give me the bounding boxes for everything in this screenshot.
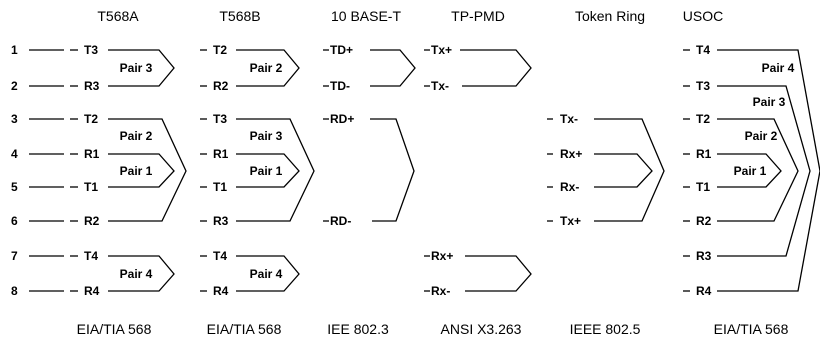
t568b-pair-1-bracket — [236, 153, 300, 188]
header-10base-t: 10 BASE-T — [330, 8, 402, 24]
usoc-label: R2 — [696, 214, 712, 228]
t568a-pair-label: Pair 3 — [119, 61, 153, 75]
10base-t-label: TD+ — [330, 43, 354, 57]
t568b-label: T1 — [213, 180, 228, 194]
10base-t-label: RD+ — [330, 112, 355, 126]
usoc-pair-label: Pair 1 — [733, 164, 767, 178]
t568a-pair-label: Pair 4 — [119, 267, 153, 281]
pin-number: 3 — [11, 112, 18, 126]
usoc-pair-label: Pair 3 — [752, 95, 786, 109]
t568b-pair-2-bracket — [236, 49, 300, 87]
t568a-pair-label: Pair 2 — [119, 129, 153, 143]
usoc-label: R4 — [696, 284, 712, 298]
pin-number: 8 — [11, 284, 18, 298]
usoc-label: T3 — [696, 79, 711, 93]
pin-number: 1 — [11, 43, 18, 57]
pin-number: 4 — [11, 147, 18, 161]
usoc-pair-4-bracket — [717, 49, 820, 292]
pin-number: 5 — [11, 180, 18, 194]
pin-number: 6 — [11, 214, 18, 228]
10base-t-label: RD- — [330, 214, 352, 228]
tp-pmd-rx-bracket — [465, 255, 532, 292]
t568b-pair-label: Pair 2 — [249, 61, 283, 75]
footer-token-ring: IEEE 802.5 — [569, 321, 641, 337]
footer-t568a: EIA/TIA 568 — [76, 321, 152, 337]
t568a-label: T3 — [84, 43, 99, 57]
pin-number: 7 — [11, 249, 18, 263]
token-ring-rx-bracket — [594, 153, 653, 188]
t568a-label: R2 — [84, 214, 100, 228]
t568b-label: R3 — [213, 214, 229, 228]
usoc-label: T4 — [696, 43, 711, 57]
t568b-pair-label: Pair 4 — [249, 267, 283, 281]
tp-pmd-label: Tx- — [431, 79, 449, 93]
tp-pmd-label: Rx- — [431, 284, 451, 298]
t568b-label: T3 — [213, 112, 228, 126]
token-ring-label: Tx- — [560, 112, 578, 126]
10base-t-tx-bracket — [370, 49, 416, 87]
pin-number: 2 — [11, 79, 18, 93]
t568a-pair-4-bracket — [108, 255, 175, 292]
footer-t568b: EIA/TIA 568 — [206, 321, 282, 337]
t568a-pair-2-bracket — [108, 118, 187, 222]
usoc-pair-3-bracket — [717, 85, 811, 257]
usoc-pair-1-bracket — [717, 153, 782, 188]
header-tp-pmd: TP-PMD — [451, 8, 505, 24]
token-ring-tx-bracket — [594, 118, 665, 222]
usoc-pair-label: Pair 2 — [744, 129, 778, 143]
10base-t-rx-bracket — [370, 118, 415, 222]
t568b-label: R1 — [213, 147, 229, 161]
usoc-pair-2-bracket — [717, 118, 799, 222]
tp-pmd-label: Tx+ — [431, 43, 453, 57]
usoc-label: T2 — [696, 112, 711, 126]
header-t568a: T568A — [97, 8, 139, 24]
header-usoc: USOC — [682, 8, 724, 24]
tp-pmd-tx-bracket — [460, 49, 532, 87]
t568b-label: T4 — [213, 249, 228, 263]
t568a-label: R3 — [84, 79, 100, 93]
header-t568b: T568B — [219, 8, 261, 24]
t568a-label: R4 — [84, 284, 100, 298]
t568b-label: R4 — [213, 284, 229, 298]
t568b-pair-3-bracket — [236, 118, 315, 222]
footer-tp-pmd: ANSI X3.263 — [440, 321, 522, 337]
tp-pmd-label: Rx+ — [431, 249, 454, 263]
t568a-pair-1-bracket — [108, 153, 175, 188]
10base-t-label: TD- — [330, 79, 350, 93]
t568b-pair-4-bracket — [236, 255, 300, 292]
t568a-pair-label: Pair 1 — [119, 164, 153, 178]
token-ring-label: Tx+ — [560, 214, 582, 228]
t568b-pair-label: Pair 3 — [249, 129, 283, 143]
usoc-label: R1 — [696, 147, 712, 161]
usoc-pair-label: Pair 4 — [761, 61, 795, 75]
t568a-label: T4 — [84, 249, 99, 263]
footer-usoc: EIA/TIA 568 — [713, 321, 789, 337]
t568b-label: R2 — [213, 79, 229, 93]
t568a-label: T2 — [84, 112, 99, 126]
footer-10base-t: IEE 802.3 — [327, 321, 389, 337]
t568b-label: T2 — [213, 43, 228, 57]
usoc-label: R3 — [696, 249, 712, 263]
t568a-label: T1 — [84, 180, 99, 194]
token-ring-label: Rx- — [560, 180, 580, 194]
token-ring-label: Rx+ — [560, 147, 583, 161]
t568b-pair-label: Pair 1 — [249, 164, 283, 178]
t568a-pair-3-bracket — [108, 49, 175, 87]
header-token-ring: Token Ring — [574, 8, 646, 24]
t568a-label: R1 — [84, 147, 100, 161]
usoc-label: T1 — [696, 180, 711, 194]
